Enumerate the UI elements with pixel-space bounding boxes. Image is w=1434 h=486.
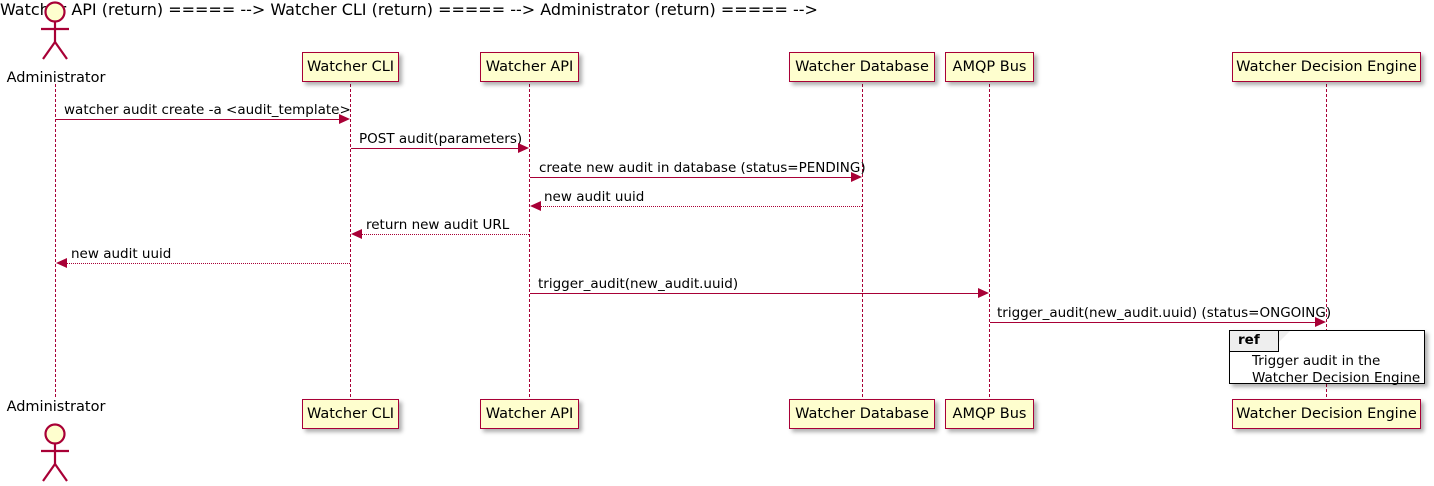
ref-fragment-tag: ref <box>1230 331 1279 352</box>
lifeline-watcher-api <box>529 84 530 397</box>
participant-box-watcher-decision-engine-top[interactable]: Watcher Decision Engine <box>1232 52 1421 82</box>
participant-label-watcher-decision-engine-top: Watcher Decision Engine <box>1236 58 1417 75</box>
message-line-3 <box>530 177 852 178</box>
participant-box-watcher-cli-top[interactable]: Watcher CLI <box>302 52 399 82</box>
message-arrowhead-7 <box>978 288 989 298</box>
ref-fragment-line-1: Trigger audit in the <box>1252 353 1381 369</box>
message-label-3: create new audit in database (status=PEN… <box>539 160 866 176</box>
participant-label-watcher-api-top: Watcher API <box>485 58 574 75</box>
actor-label-administrator-bottom: Administrator <box>6 399 106 415</box>
message-arrowhead-6 <box>56 258 67 268</box>
lifeline-watcher-cli <box>350 84 351 397</box>
message-label-5: return new audit URL <box>366 217 510 233</box>
participant-box-watcher-api-top[interactable]: Watcher API <box>480 52 579 82</box>
lifeline-administrator <box>55 84 56 397</box>
message-label-8: trigger_audit(new_audit.uuid) (status=ON… <box>997 305 1332 321</box>
participant-label-watcher-cli-bottom: Watcher CLI <box>306 405 395 422</box>
message-arrowhead-2 <box>518 143 529 153</box>
participant-label-watcher-api-bottom: Watcher API <box>485 405 574 422</box>
participant-box-watcher-decision-engine-bottom[interactable]: Watcher Decision Engine <box>1232 399 1421 429</box>
message-arrowhead-3 <box>851 172 862 182</box>
message-arrowhead-5 <box>351 229 362 239</box>
message-arrowhead-4 <box>530 201 541 211</box>
message-line-7 <box>530 293 979 294</box>
participant-box-watcher-api-bottom[interactable]: Watcher API <box>480 399 579 429</box>
participant-label-watcher-cli-top: Watcher CLI <box>306 58 395 75</box>
message-label-1: watcher audit create -a <audit_template> <box>64 102 351 118</box>
participant-label-amqp-bus-bottom: AMQP Bus <box>952 405 1027 422</box>
lifeline-watcher-decision-engine <box>1326 84 1327 397</box>
message-line-8 <box>990 322 1316 323</box>
participant-box-amqp-bus-bottom[interactable]: AMQP Bus <box>945 399 1034 429</box>
participant-box-watcher-database-bottom[interactable]: Watcher Database <box>789 399 935 429</box>
ref-fragment-fold-icon <box>1279 331 1290 342</box>
actor-figure-administrator-top <box>33 0 79 62</box>
message-label-6: new audit uuid <box>71 246 172 262</box>
message-arrowhead-1 <box>339 114 350 124</box>
lifeline-watcher-database <box>862 84 863 397</box>
ref-fragment-line-2: Watcher Decision Engine <box>1252 370 1421 387</box>
message-line-2 <box>351 148 519 149</box>
participant-box-amqp-bus-top[interactable]: AMQP Bus <box>945 52 1034 82</box>
message-line-5 <box>361 234 529 235</box>
ref-fragment-body: Trigger audit in the Watcher Decision En… <box>1230 353 1424 388</box>
message-arrowhead-8 <box>1315 317 1326 327</box>
participant-label-watcher-database-top: Watcher Database <box>795 58 929 75</box>
message-label-7: trigger_audit(new_audit.uuid) <box>538 276 739 292</box>
lifeline-amqp-bus <box>989 84 990 397</box>
participant-label-watcher-database-bottom: Watcher Database <box>795 405 929 422</box>
message-label-2: POST audit(parameters) <box>359 131 523 147</box>
participant-box-watcher-database-top[interactable]: Watcher Database <box>789 52 935 82</box>
actor-figure-administrator-bottom <box>33 422 79 484</box>
message-line-1 <box>56 119 340 120</box>
message-label-4: new audit uuid <box>544 189 645 205</box>
actor-label-administrator-top: Administrator <box>6 70 106 86</box>
participant-label-amqp-bus-top: AMQP Bus <box>952 58 1027 75</box>
message-line-4 <box>540 206 862 207</box>
ref-fragment-box[interactable]: ref Trigger audit in the Watcher Decisio… <box>1229 330 1425 386</box>
message-line-6 <box>66 263 350 264</box>
participant-label-watcher-decision-engine-bottom: Watcher Decision Engine <box>1236 405 1417 422</box>
participant-box-watcher-cli-bottom[interactable]: Watcher CLI <box>302 399 399 429</box>
